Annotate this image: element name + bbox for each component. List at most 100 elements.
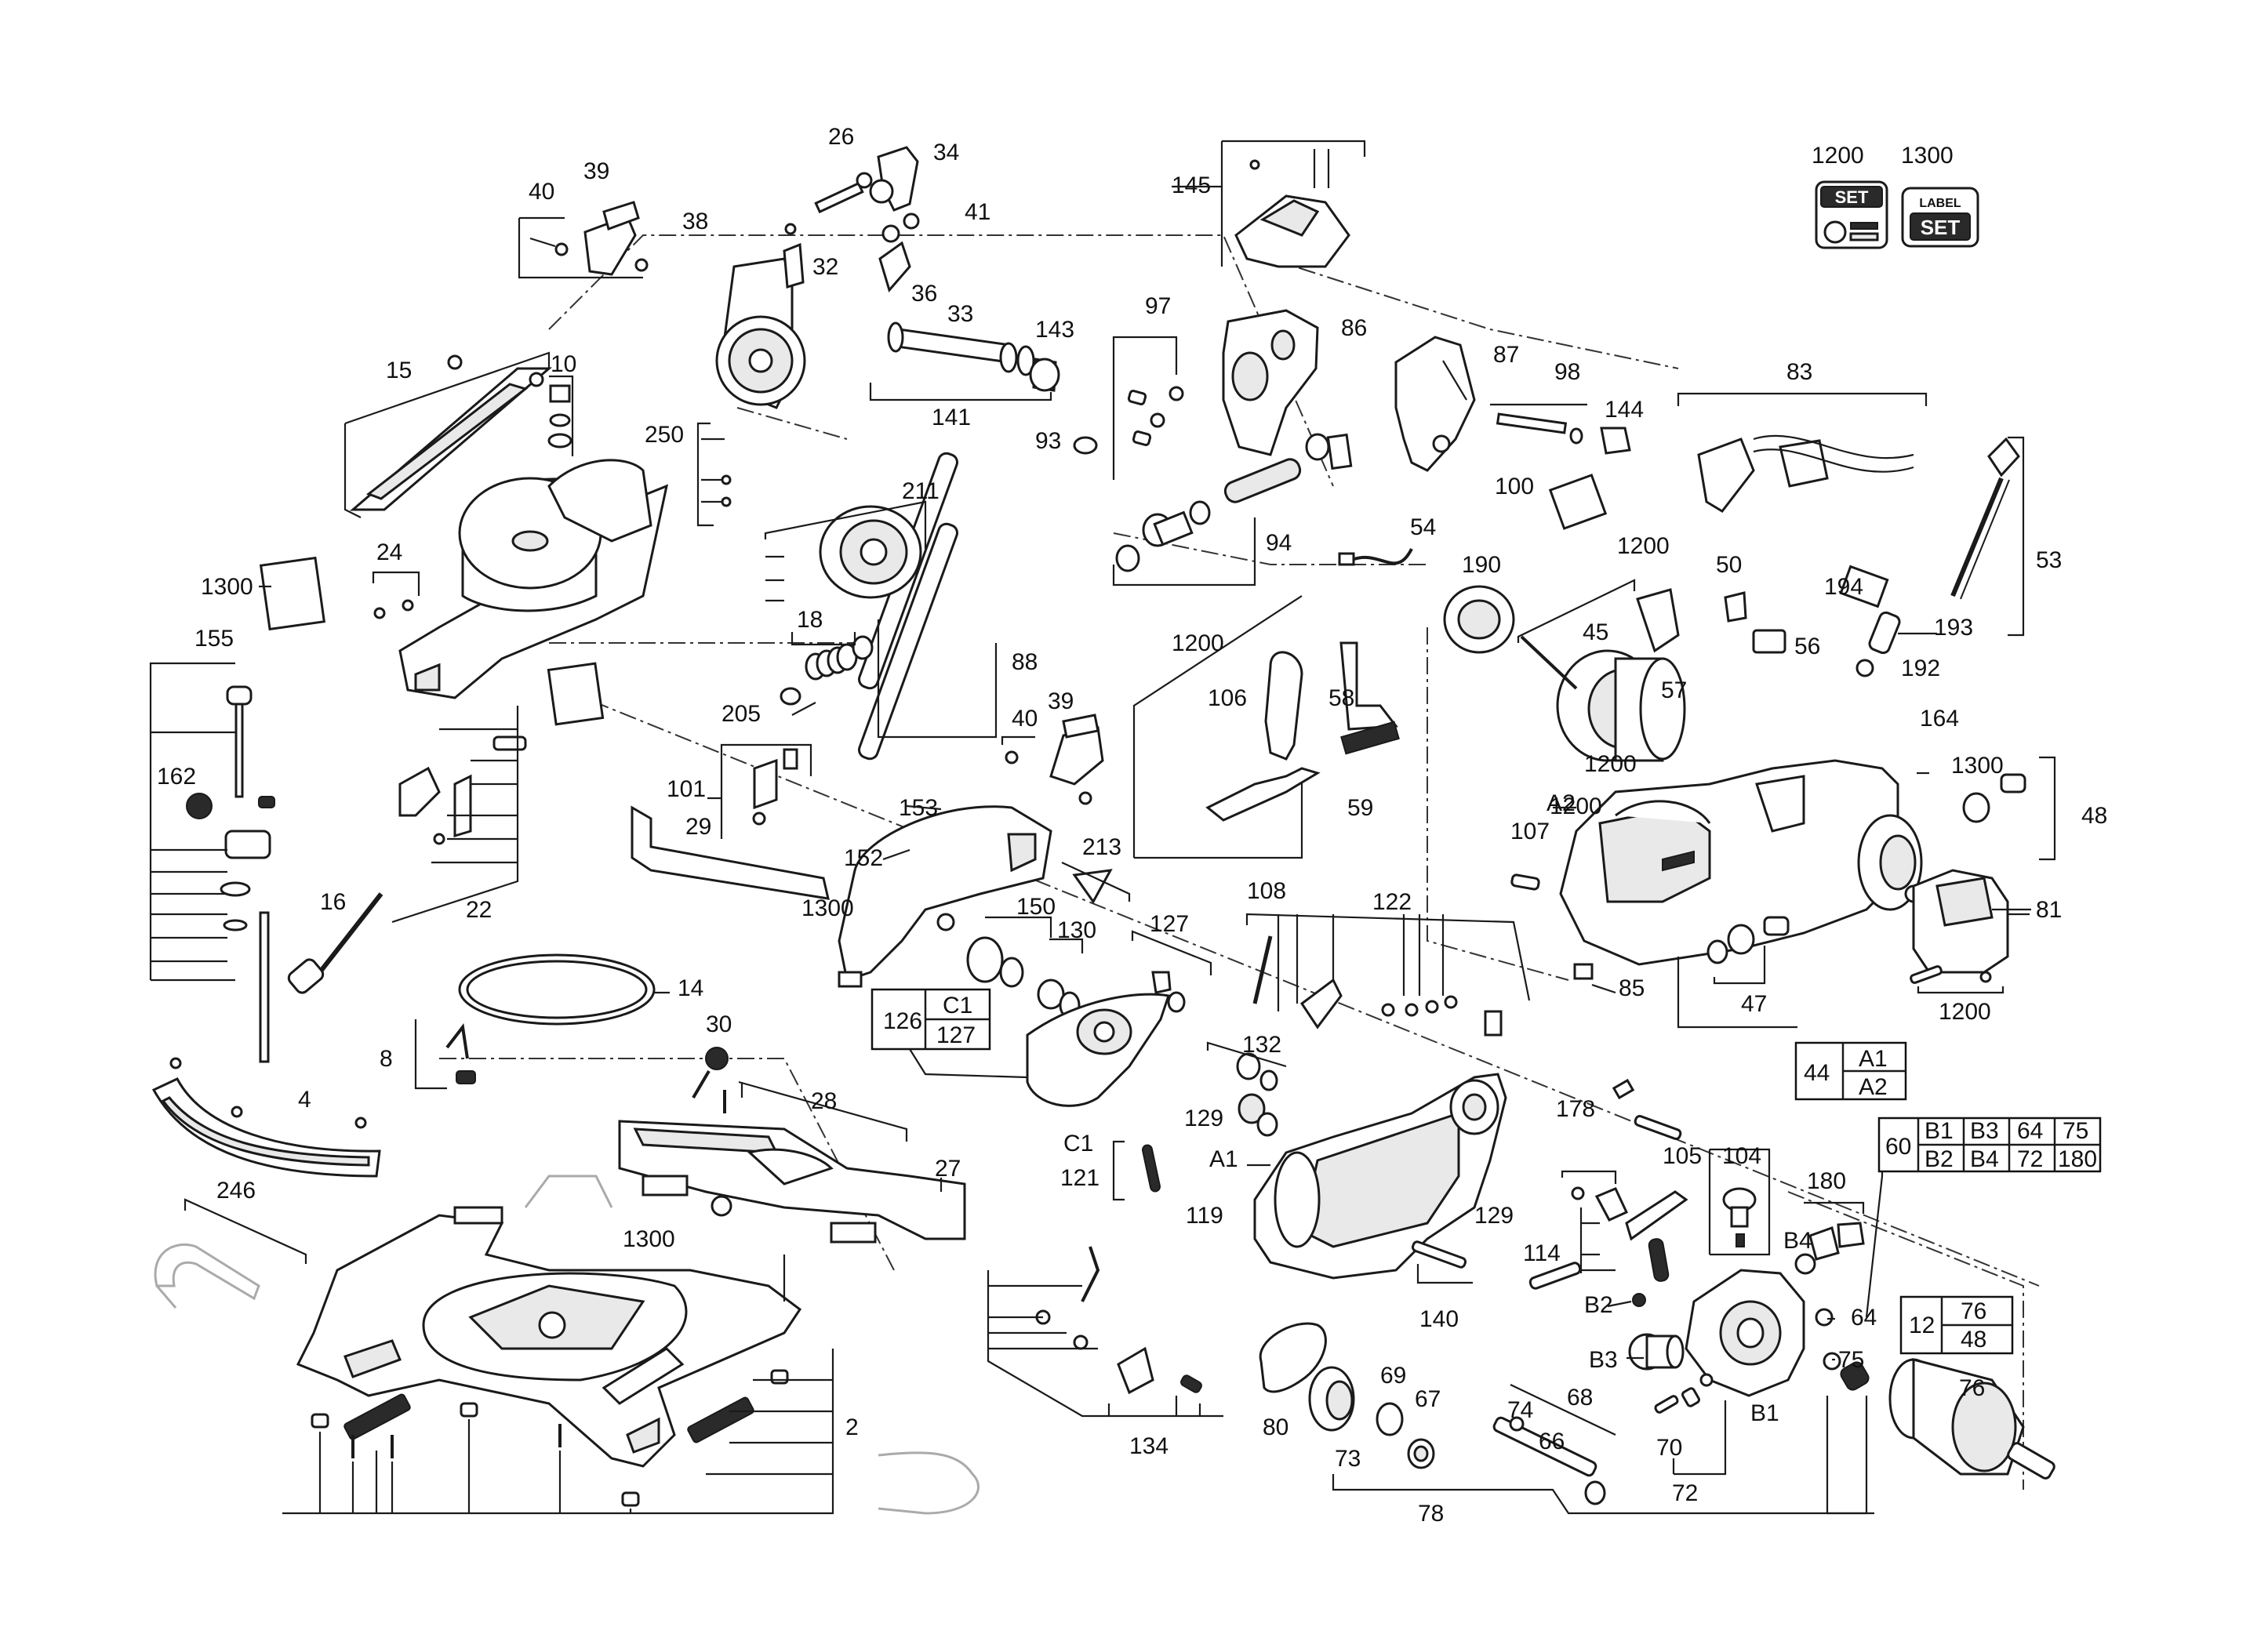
svg-text:1300: 1300 [623,1226,675,1252]
svg-text:75: 75 [2063,1118,2088,1144]
leader-44 [1677,957,1797,1029]
svg-text:162: 162 [157,764,196,790]
lever-parts-134 [987,1246,1223,1418]
bracket-78 [1332,1396,1868,1515]
svg-text:14: 14 [678,975,703,1001]
svg-text:94: 94 [1266,530,1292,556]
svg-text:73: 73 [1335,1446,1361,1472]
svg-text:126: 126 [883,1008,922,1034]
pin-and-nut [1490,403,1631,455]
output-shaft [1492,1384,1616,1505]
svg-text:72: 72 [2017,1146,2043,1172]
svg-text:40: 40 [1012,706,1038,732]
pivot-shaft [869,321,1060,401]
power-cord [1868,436,2025,655]
svg-text:22: 22 [466,897,492,923]
drive-belt-pulleys [1259,1322,1435,1469]
svg-text:28: 28 [811,1088,837,1114]
svg-text:29: 29 [685,814,711,840]
svg-text:81: 81 [2036,897,2062,923]
gearbox-b1 [1628,1269,1841,1397]
bevel-lock-handle [784,146,920,293]
svg-text:C1: C1 [943,993,972,1019]
svg-text:27: 27 [935,1156,961,1182]
feet-and-screws [282,1349,834,1515]
svg-text:2: 2 [845,1414,859,1440]
service-set-icon: SET [1815,180,1888,249]
svg-text:106: 106 [1208,685,1247,711]
callout-1300-top: 1300 [1901,143,1954,169]
svg-text:141: 141 [932,405,971,430]
svg-text:107: 107 [1510,819,1550,844]
svg-text:57: 57 [1661,677,1687,703]
pins-97 [1112,336,1184,480]
blade-guard-plate [1394,336,1476,472]
svg-text:250: 250 [645,422,684,448]
svg-text:105: 105 [1663,1143,1702,1169]
ref-box-12: 12 76 48 [1899,1295,2014,1355]
bevel-lock-parts [391,706,527,924]
svg-text:129: 129 [1474,1203,1514,1229]
bearing-housing [764,500,927,602]
svg-text:40: 40 [529,179,554,205]
svg-text:70: 70 [1656,1435,1682,1461]
svg-text:134: 134 [1129,1433,1169,1459]
svg-text:38: 38 [682,209,708,234]
svg-text:132: 132 [1242,1032,1281,1058]
stop-block [1326,433,1353,470]
motor-housing-a2 [1559,759,1923,966]
svg-text:1300: 1300 [1951,753,2004,779]
svg-text:88: 88 [1012,649,1038,675]
dust-port-center [1001,714,1104,805]
dust-port-assembly [518,201,649,279]
svg-text:121: 121 [1060,1165,1099,1191]
svg-text:1300: 1300 [801,895,854,921]
svg-text:1200: 1200 [1172,630,1224,656]
label-1300-arm [547,662,605,726]
arm-pivot-bracket [715,242,806,409]
brush-components [1636,588,1786,654]
rear-housing-cover [1220,140,1366,268]
screws-1200-right [1910,965,2004,994]
svg-text:1200: 1200 [1617,533,1670,559]
slide-housing [1222,309,1319,456]
grommet-192 [1855,659,1874,677]
svg-text:B3: B3 [1970,1118,1999,1144]
svg-text:86: 86 [1341,315,1367,341]
fence-knob [692,1047,729,1113]
ref-box-44: 44 A1 A2 [1794,1041,1907,1101]
svg-text:1200: 1200 [1939,999,1991,1025]
svg-text:75: 75 [1838,1347,1864,1373]
label-set-icon: LABEL SET [1901,187,1979,248]
svg-text:104: 104 [1722,1143,1761,1169]
svg-text:97: 97 [1145,293,1171,319]
svg-text:10: 10 [551,351,576,377]
svg-text:B2: B2 [1584,1292,1613,1318]
svg-text:24: 24 [376,539,402,565]
svg-text:A1: A1 [1209,1146,1238,1172]
callout-1200-top: 1200 [1812,143,1864,169]
svg-text:98: 98 [1554,359,1580,385]
svg-text:72: 72 [1672,1480,1698,1506]
svg-text:211: 211 [902,478,940,504]
screws-24 [372,571,420,619]
miter-lock-knob [287,892,383,994]
svg-text:60: 60 [1885,1134,1911,1160]
svg-text:54: 54 [1410,514,1436,540]
svg-text:48: 48 [1961,1327,1986,1353]
spring-121 [1112,1140,1161,1201]
ref-box-126: 126 C1 127 [870,988,1028,1079]
svg-text:127: 127 [1150,911,1189,937]
knob-104 [1708,1148,1771,1256]
svg-text:140: 140 [1419,1306,1459,1332]
detent-pin [414,1019,476,1090]
brush-holders-48 [1912,756,2056,974]
svg-text:87: 87 [1493,342,1519,368]
fence-guard-29 [631,805,830,900]
svg-text:B4: B4 [1783,1228,1812,1254]
svg-text:B3: B3 [1589,1347,1618,1373]
handle-trigger-parts [1132,595,1400,859]
svg-text:39: 39 [1048,688,1074,714]
svg-text:155: 155 [194,626,234,652]
pins-140 [1411,1240,1582,1290]
